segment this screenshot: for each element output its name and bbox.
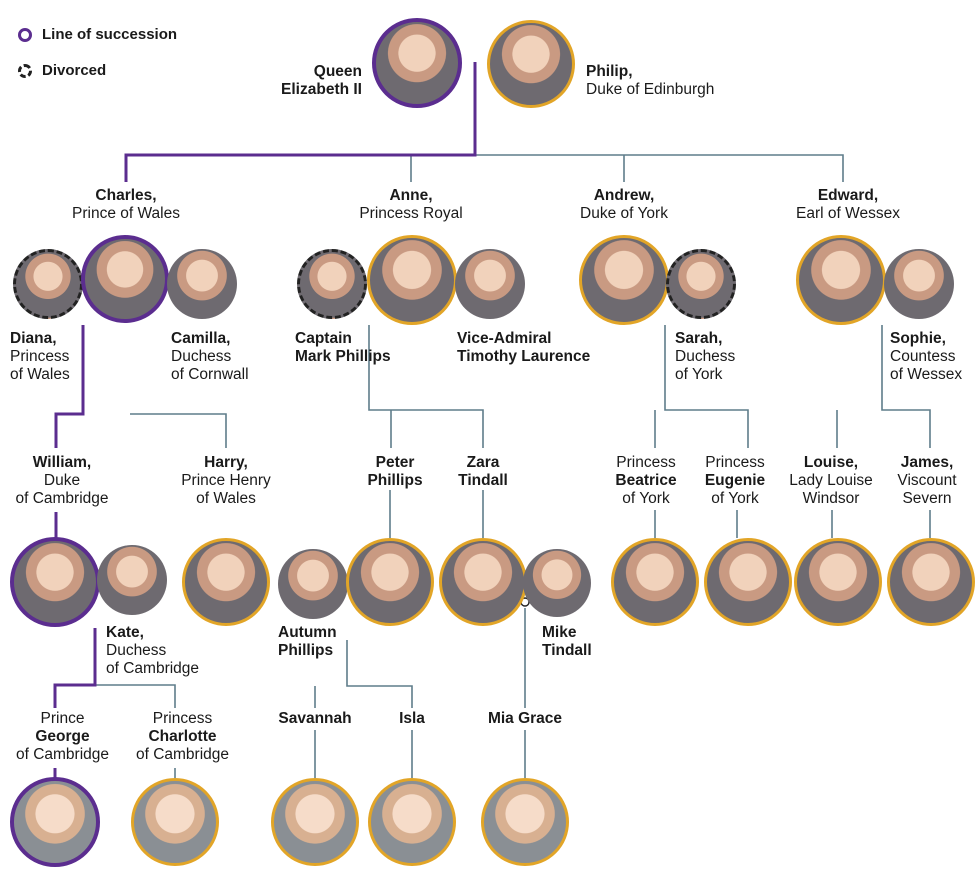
connector-line: [346, 640, 413, 708]
connector-line: [368, 325, 484, 448]
photo-beatrice: [611, 538, 699, 626]
divorced-ring-icon: [18, 63, 32, 78]
connector-line: [474, 125, 844, 182]
label-edward: Edward,Earl of Wessex: [796, 187, 900, 222]
label-andrew: Andrew,Duke of York: [580, 187, 668, 222]
photo-george: [10, 777, 100, 867]
photo-edward: [796, 235, 886, 325]
connector-line: [881, 325, 931, 448]
photo-eugenie: [704, 538, 792, 626]
photo-savannah: [271, 778, 359, 866]
photo-sarah: [666, 249, 736, 319]
connector-line: [130, 413, 227, 448]
photo-camilla: [167, 249, 237, 319]
photo-william: [10, 537, 100, 627]
label-savannah: Savannah: [278, 710, 352, 727]
photo-mike: [523, 549, 591, 617]
photo-anne: [367, 235, 457, 325]
photo-james: [887, 538, 975, 626]
legend-label: Line of succession: [42, 26, 178, 43]
connector-line: [664, 325, 749, 448]
label-isla: Isla: [399, 710, 425, 727]
legend-divorced: Divorced: [18, 62, 106, 79]
legend-label: Divorced: [42, 62, 107, 79]
photo-zara: [439, 538, 527, 626]
photo-sophie: [884, 249, 954, 319]
photo-elizabeth: [372, 18, 462, 108]
succession-line: [124, 62, 477, 182]
photo-louise: [794, 538, 882, 626]
photo-peter: [346, 538, 434, 626]
legend-line-of-succession: Line of succession: [18, 26, 177, 43]
photo-harry: [182, 538, 270, 626]
succession-ring-icon: [18, 27, 32, 42]
photo-andrew: [579, 235, 669, 325]
photo-kate: [97, 545, 167, 615]
photo-mia: [481, 778, 569, 866]
label-anne: Anne,Princess Royal: [359, 187, 463, 222]
succession-line: [53, 628, 97, 708]
photo-charles: [81, 235, 169, 323]
label-mia: Mia Grace: [487, 710, 563, 727]
connector-line: [95, 684, 176, 708]
photo-isla: [368, 778, 456, 866]
photo-timothy: [455, 249, 525, 319]
label-philip: Philip,Duke of Edinburgh: [586, 63, 715, 98]
photo-mark: [297, 249, 367, 319]
succession-line: [54, 325, 85, 448]
photo-autumn: [278, 549, 348, 619]
label-charles: Charles,Prince of Wales: [72, 187, 180, 222]
photo-charlotte: [131, 778, 219, 866]
photo-diana: [13, 249, 83, 319]
photo-philip: [487, 20, 575, 108]
